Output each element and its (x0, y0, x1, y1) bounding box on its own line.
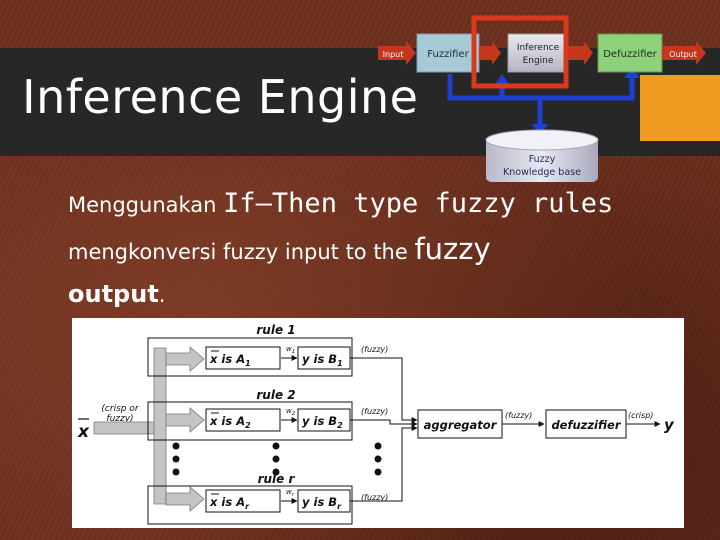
text-line-3: output. (68, 280, 165, 308)
fuzzy-label-2: (fuzzy) (361, 407, 388, 416)
text-line-2: mengkonversi fuzzy input to the fuzzy (68, 232, 491, 266)
svg-text:defuzzifier: defuzzifier (551, 418, 621, 432)
crisp-input-label: (crisp or (101, 404, 139, 414)
text-output: output (68, 280, 159, 308)
text-fuzzy: fuzzy (414, 232, 491, 266)
input-x-label: x (77, 422, 90, 442)
ellipsis-dots-left (172, 442, 180, 476)
svg-text:Inference: Inference (517, 43, 560, 53)
svg-text:wr: wr (286, 488, 295, 498)
inference-highlight-frame (471, 15, 569, 89)
text-if-then: If–Then (223, 188, 337, 219)
ellipsis-dots-right (374, 442, 382, 476)
rule-aggregation-diagram: (crisp or fuzzy) x rule 1 rule 2 rule r … (72, 318, 684, 528)
crisp-output-label: (crisp) (628, 411, 653, 420)
svg-text:x is A1: x is A1 (209, 352, 251, 368)
svg-text:Output: Output (669, 50, 697, 59)
fuzzy-label-1: (fuzzy) (361, 345, 388, 354)
svg-text:Fuzzy: Fuzzy (529, 154, 556, 165)
arrow-inference-to-defuzzifier (568, 41, 593, 65)
rule-frames (147, 337, 353, 525)
aggregator-block: aggregator (417, 409, 503, 439)
text-mengkonversi: mengkonversi fuzzy input to the (68, 240, 415, 264)
svg-text:x is A2: x is A2 (209, 414, 251, 430)
rule-r: x is Ar wr y is Br (205, 488, 351, 513)
output-arrow: Output (662, 41, 706, 65)
svg-text:Engine: Engine (523, 56, 554, 66)
text-period: . (158, 283, 166, 307)
svg-text:Input: Input (383, 50, 404, 59)
svg-text:Defuzzifier: Defuzzifier (603, 49, 657, 60)
inference-engine-block: Inference Engine (507, 33, 569, 73)
text-type-fuzzy-rules: type fuzzy rules (336, 188, 614, 219)
text-menggunakan: Menggunakan (68, 193, 224, 217)
fuzzy-label-mid: (fuzzy) (505, 411, 532, 420)
svg-text:w2: w2 (286, 407, 296, 417)
svg-text:Fuzzifier: Fuzzifier (427, 49, 469, 60)
flow-lines (447, 66, 640, 136)
fuzzifier-block: Fuzzifier (416, 33, 480, 73)
svg-text:w1: w1 (286, 345, 295, 355)
accent-block (640, 75, 720, 141)
defuzzifier-rule-block: defuzzifier (545, 409, 627, 439)
text-line-1: Menggunakan If–Then type fuzzy rules (68, 188, 613, 219)
svg-text:y is B1: y is B1 (302, 352, 343, 368)
svg-text:x is Ar: x is Ar (209, 495, 250, 511)
rule-output-connectors (350, 357, 418, 502)
input-arrow: Input (378, 41, 416, 65)
svg-text:y is Br: y is Br (302, 495, 342, 511)
svg-text:y is B2: y is B2 (302, 414, 343, 430)
crisp-input-label-2: fuzzy) (106, 414, 133, 424)
ellipsis-dots-center (272, 442, 280, 476)
fuzzy-system-diagram: Input Fuzzifier Inference Engine Defuzzi… (378, 15, 706, 182)
input-distribution-arrows (93, 346, 205, 512)
rule-2-label: rule 2 (256, 388, 295, 402)
svg-text:aggregator: aggregator (424, 418, 498, 432)
fuzzy-label-r: (fuzzy) (361, 493, 388, 502)
defuzzifier-block: Defuzzifier (597, 33, 663, 73)
output-y-label: y (664, 416, 675, 434)
rule-r-label: rule r (258, 472, 296, 486)
rule-1: x is A1 w1 y is B1 (205, 345, 351, 370)
knowledge-base-cylinder: Fuzzy Knowledge base (485, 129, 599, 182)
slide-title: Inference Engine (22, 70, 419, 124)
arrow-fuzzifier-to-inference (479, 41, 501, 65)
rule-1-label: rule 1 (256, 323, 295, 337)
svg-text:Knowledge base: Knowledge base (503, 167, 581, 178)
rule-2: x is A2 w2 y is B2 (205, 407, 351, 432)
